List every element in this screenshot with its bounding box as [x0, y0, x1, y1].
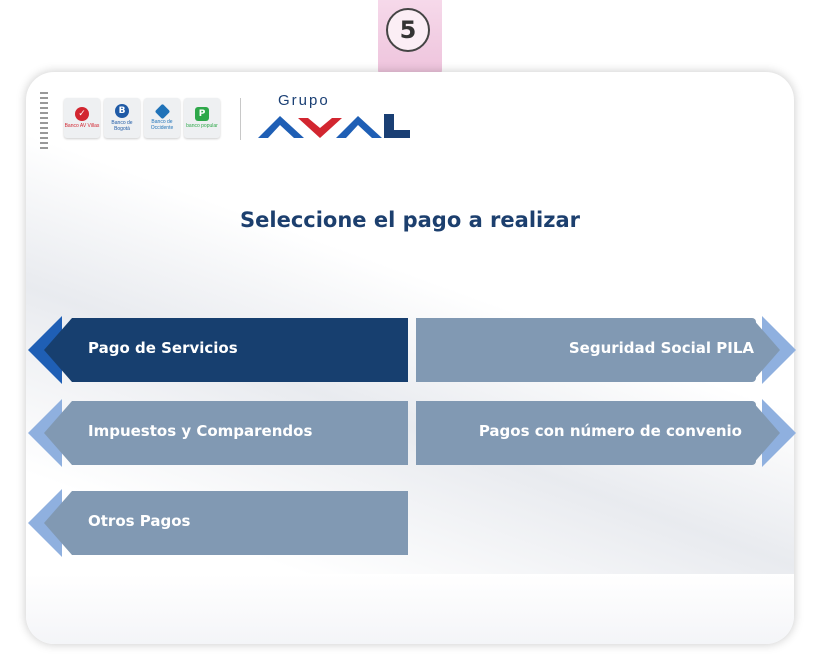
bank-name: Banco AV Villas	[64, 123, 100, 129]
button-shape	[28, 399, 408, 467]
button-shape	[416, 316, 796, 384]
option-seguridad-social-pila[interactable]: Seguridad Social PILA	[416, 316, 796, 384]
occidente-icon	[154, 103, 170, 119]
bogota-icon: B	[115, 104, 129, 118]
option-impuestos-y-comparendos[interactable]: Impuestos y Comparendos	[28, 399, 410, 467]
bank-logo-bogota: B Banco de Bogotá	[104, 98, 140, 138]
bank-logo-av-villas: ✓ Banco AV Villas	[64, 98, 100, 138]
option-label: Impuestos y Comparendos	[88, 422, 313, 440]
vertical-legal-text	[40, 92, 48, 150]
option-label: Otros Pagos	[88, 512, 191, 530]
step-number-badge: 5	[386, 8, 430, 52]
option-otros-pagos[interactable]: Otros Pagos	[28, 489, 410, 557]
option-pago-de-servicios[interactable]: Pago de Servicios	[28, 316, 410, 384]
bank-name: banco popular	[186, 123, 218, 129]
button-shape	[28, 489, 408, 557]
aval-logo	[258, 114, 410, 138]
button-shape	[28, 316, 408, 384]
page-title: Seleccione el pago a realizar	[240, 208, 580, 232]
header-divider	[240, 98, 241, 140]
av-villas-icon: ✓	[75, 107, 89, 121]
bank-name: Banco de Occidente	[150, 118, 174, 131]
grupo-text: Grupo	[278, 92, 330, 109]
option-label: Pagos con número de convenio	[478, 422, 742, 440]
bank-logo-occidente: Banco de Occidente	[144, 98, 180, 138]
option-label: Seguridad Social PILA	[568, 339, 754, 357]
option-label: Pago de Servicios	[88, 339, 238, 357]
button-shape	[416, 399, 796, 467]
option-pagos-con-numero-de-convenio[interactable]: Pagos con número de convenio	[416, 399, 796, 467]
popular-icon: P	[195, 107, 209, 121]
bottom-strip	[26, 574, 794, 644]
bank-logo-popular: P banco popular	[184, 98, 220, 138]
bank-name: Banco de Bogotá	[111, 120, 133, 132]
